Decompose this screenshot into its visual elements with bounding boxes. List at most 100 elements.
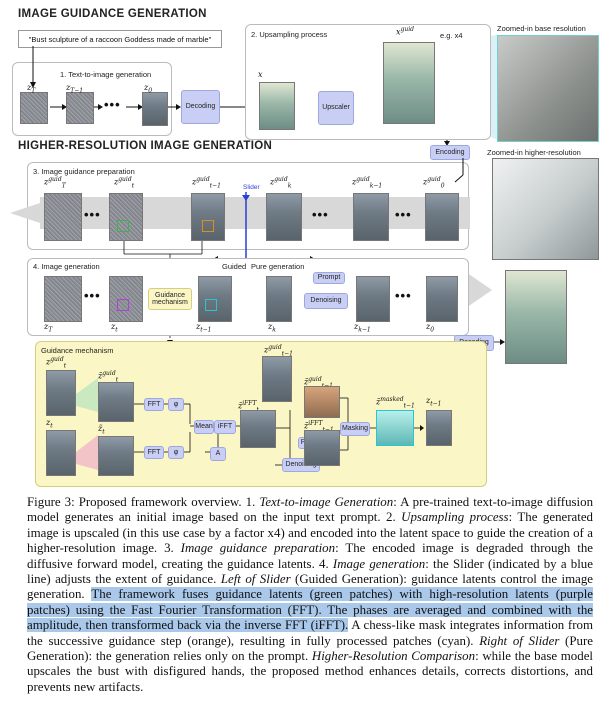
caption-left-title: Left of Slider — [220, 572, 291, 587]
upscaled-image-xguid — [383, 42, 435, 124]
eg-label: e.g. x4 — [440, 31, 463, 40]
label-zT1: zT−1 — [66, 83, 84, 95]
figure-caption: Figure 3: Proposed framework overview. 1… — [27, 495, 593, 695]
latent-zT-image — [20, 92, 48, 124]
amplitude-block: A — [210, 447, 226, 461]
gen-latent-z0 — [426, 276, 458, 322]
label-zkguid: zguidk — [270, 176, 292, 190]
masking-block: Masking — [340, 422, 370, 436]
guid-latent-zk1 — [353, 193, 389, 241]
m-zt1-image — [426, 410, 452, 446]
m-zt-image — [46, 430, 76, 476]
ellipsis: ••• — [104, 97, 121, 112]
label-x: x — [258, 70, 263, 79]
zoom-base-label: Zoomed-in base resolution — [497, 24, 586, 33]
cyan-patch — [205, 299, 217, 311]
label-z0: z0 — [144, 83, 153, 95]
guid-latent-zt — [109, 193, 143, 241]
orange-patch — [202, 220, 214, 232]
guid-latent-zk — [266, 193, 302, 241]
purple-patch — [117, 299, 129, 311]
ifft-block: iFFT — [214, 420, 236, 434]
decoded-image-x — [259, 82, 295, 130]
caption-comp-title: Higher-Resolution Comparison — [311, 649, 476, 664]
green-patch — [117, 220, 129, 232]
label-zt-gen: zt — [111, 322, 118, 334]
m-label-zt1: zt−1 — [426, 396, 442, 408]
guidance-mechanism-block: Guidance mechanism — [148, 288, 192, 310]
caption-label: Figure 3: Proposed framework overview. 1… — [27, 495, 260, 509]
caption-after: A chess-like mask integrates information… — [27, 618, 593, 648]
gen-latent-zk1 — [356, 276, 390, 322]
label-zt1guid: zguidt−1 — [192, 176, 221, 190]
guid-latent-zT — [44, 193, 82, 241]
gen-latent-zT — [44, 276, 82, 322]
caption-s4-title: Image generation — [332, 556, 426, 571]
upscaler-block: Upscaler — [318, 91, 354, 125]
m-ztguid-fft-image — [98, 382, 134, 422]
label-z0guid: zguid0 — [423, 176, 445, 190]
label-zT: zT — [27, 83, 36, 95]
caption-s1-title: Text-to-image Generation — [259, 495, 394, 509]
ellipsis-guid-2: ••• — [312, 207, 329, 222]
label-zT-gen: zT — [44, 322, 53, 334]
ellipsis-guid-3: ••• — [395, 207, 412, 222]
m-label-masked: z̃maskedt−1 — [376, 396, 415, 410]
decoding-block: Decoding — [181, 90, 220, 124]
label-xguid: xguid — [396, 26, 414, 37]
label-zTguid: zguidT — [44, 176, 66, 190]
label-zt1-gen: zt−1 — [196, 322, 212, 334]
guid-latent-zt1 — [191, 193, 225, 241]
m-label-zt1guid: zguidt−1 — [264, 344, 293, 358]
caption-s1: : A pre-trained text-to-image diffusion … — [27, 495, 594, 525]
fft-block-1: FFT — [144, 398, 164, 411]
zoomed-base-image — [497, 35, 599, 142]
latent-z0-image — [142, 92, 168, 126]
m-label-zt2: z̃t — [98, 424, 105, 436]
phi-block-2: φ — [168, 446, 184, 459]
prompt-box: "Bust sculpture of a raccoon Goddess mad… — [18, 30, 222, 48]
guid-latent-z0 — [425, 193, 459, 241]
m-zifft-image — [240, 410, 276, 448]
caption-left: (Guided Generation): guidance latents co… — [27, 572, 594, 602]
fft-block-2: FFT — [144, 446, 164, 459]
encoding-block: Encoding — [430, 145, 470, 160]
prompt-block: Prompt — [313, 272, 345, 284]
gen-latent-zt — [109, 276, 143, 322]
caption-highlight: The framework fuses guidance latents (gr… — [27, 587, 593, 633]
caption-s3: : The encoded image is degraded through … — [27, 541, 593, 571]
guided-label: Guided — [222, 262, 247, 271]
caption-s3-title: Image guidance preparation — [180, 541, 336, 556]
phi-block-1: φ — [168, 398, 184, 411]
m-zt1ifft-image — [304, 430, 340, 466]
label-zk-gen: zk — [268, 322, 276, 334]
m-label-ziFFT: z̃iFFTt — [238, 400, 259, 413]
m-label-ztguid2: z̃guidt — [98, 370, 119, 384]
caption-s4: : the Slider (indicated by a blue line) … — [27, 556, 593, 587]
step3-label: 3. Image guidance preparation — [33, 167, 135, 176]
caption-right-title: Right of Slider — [479, 633, 560, 648]
m-masked-image — [376, 410, 414, 446]
pure-label: Pure generation — [251, 262, 305, 271]
m-label-zt1iFFT: z̃iFFTt−1 — [304, 420, 334, 433]
step1-label: 1. Text-to-image generation — [60, 70, 152, 79]
gen-latent-zk — [266, 276, 292, 322]
ellipsis-gen-1: ••• — [84, 288, 101, 303]
denoising-block: Denoising — [304, 293, 348, 309]
final-high-res-image — [505, 270, 567, 364]
m-zt-fft-image — [98, 436, 134, 476]
zoom-high-label: Zoomed-in higher-resolution — [487, 148, 581, 157]
section-title-image-guidance: IMAGE GUIDANCE GENERATION — [18, 8, 207, 20]
caption-right: (Pure Generation): the generation relies… — [27, 633, 593, 664]
step4-label: 4. Image generation — [33, 262, 100, 271]
label-zk1-gen: zk−1 — [354, 322, 371, 334]
m-zt1guid-orange-image — [304, 386, 340, 418]
step2-label: 2. Upsampling process — [251, 30, 328, 39]
image-generation-box — [27, 258, 469, 336]
ellipsis-guid-1: ••• — [84, 207, 101, 222]
latent-zT1-image — [66, 92, 94, 124]
ellipsis-gen-2: ••• — [395, 288, 412, 303]
m-ztguid-image — [46, 370, 76, 416]
caption-s2: : The generated image is upscaled (in th… — [27, 510, 593, 556]
